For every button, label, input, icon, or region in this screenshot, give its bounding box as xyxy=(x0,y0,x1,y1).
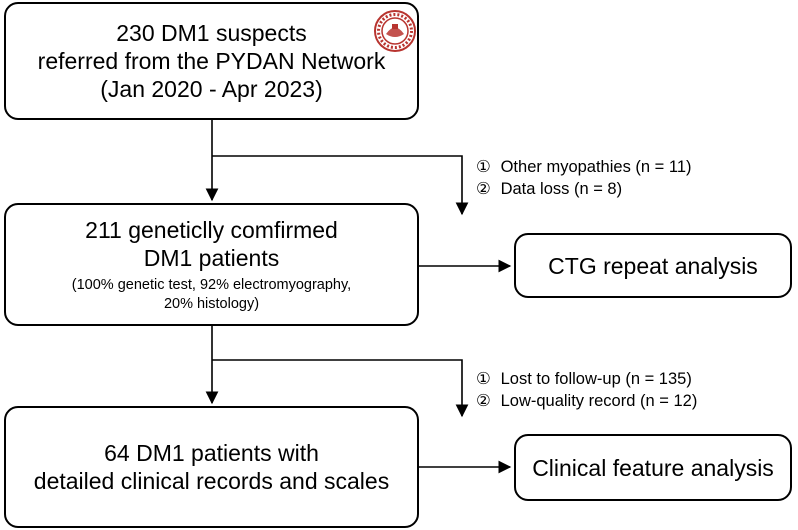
ctg-analysis-label: CTG repeat analysis xyxy=(548,252,758,279)
confirmed-box: 211 geneticlly comfirmed DM1 patients (1… xyxy=(4,203,419,326)
exclusion-2-item-2: ② Low-quality record (n = 12) xyxy=(476,390,697,412)
confirmed-detail-line-2: 20% histology) xyxy=(163,295,260,312)
referral-line-2: referred from the PYDAN Network xyxy=(37,48,386,74)
detailed-line-1: 64 DM1 patients with xyxy=(104,440,319,466)
detailed-records-box: 64 DM1 patients with detailed clinical r… xyxy=(4,406,419,528)
exclusion-2-item-1-text: Lost to follow-up (n = 135) xyxy=(500,370,692,388)
ctg-analysis-box: CTG repeat analysis xyxy=(514,233,792,298)
confirmed-line-1: 211 geneticlly comfirmed xyxy=(85,216,338,243)
clinical-analysis-box: Clinical feature analysis xyxy=(514,434,792,501)
exclusion-1-item-1: ① Other myopathies (n = 11) xyxy=(476,156,692,178)
exclusion-1-item-2-text: Data loss (n = 8) xyxy=(500,180,623,198)
circled-one-marker: ① xyxy=(476,370,491,388)
referral-line-1: 230 DM1 suspects xyxy=(116,20,307,46)
confirmed-detail-line-1: (100% genetic test, 92% electromyography… xyxy=(71,276,352,293)
clinical-analysis-label: Clinical feature analysis xyxy=(532,454,774,481)
confirmed-detail: (100% genetic test, 92% electromyography… xyxy=(72,276,351,314)
exclusion-list-1: ① Other myopathies (n = 11) ② Data loss … xyxy=(476,156,692,200)
referral-line-3: (Jan 2020 - Apr 2023) xyxy=(100,76,323,102)
arrow-exclusion-2 xyxy=(212,359,469,418)
exclusion-1-item-1-text: Other myopathies (n = 11) xyxy=(500,158,692,176)
confirmed-line-2: DM1 patients xyxy=(143,244,280,271)
circled-two-marker: ② xyxy=(476,180,491,198)
institution-seal-icon xyxy=(374,10,416,52)
exclusion-1-item-2: ② Data loss (n = 8) xyxy=(476,178,692,200)
exclusion-2-item-1: ① Lost to follow-up (n = 135) xyxy=(476,368,697,390)
detailed-line-2: detailed clinical records and scales xyxy=(33,468,390,494)
referral-box: 230 DM1 suspects referred from the PYDAN… xyxy=(4,2,419,120)
exclusion-list-2: ① Lost to follow-up (n = 135) ② Low-qual… xyxy=(476,368,697,412)
circled-two-marker: ② xyxy=(476,392,491,410)
arrow-exclusion-1 xyxy=(212,155,469,216)
circled-one-marker: ① xyxy=(476,158,491,176)
exclusion-2-item-2-text: Low-quality record (n = 12) xyxy=(500,392,698,410)
